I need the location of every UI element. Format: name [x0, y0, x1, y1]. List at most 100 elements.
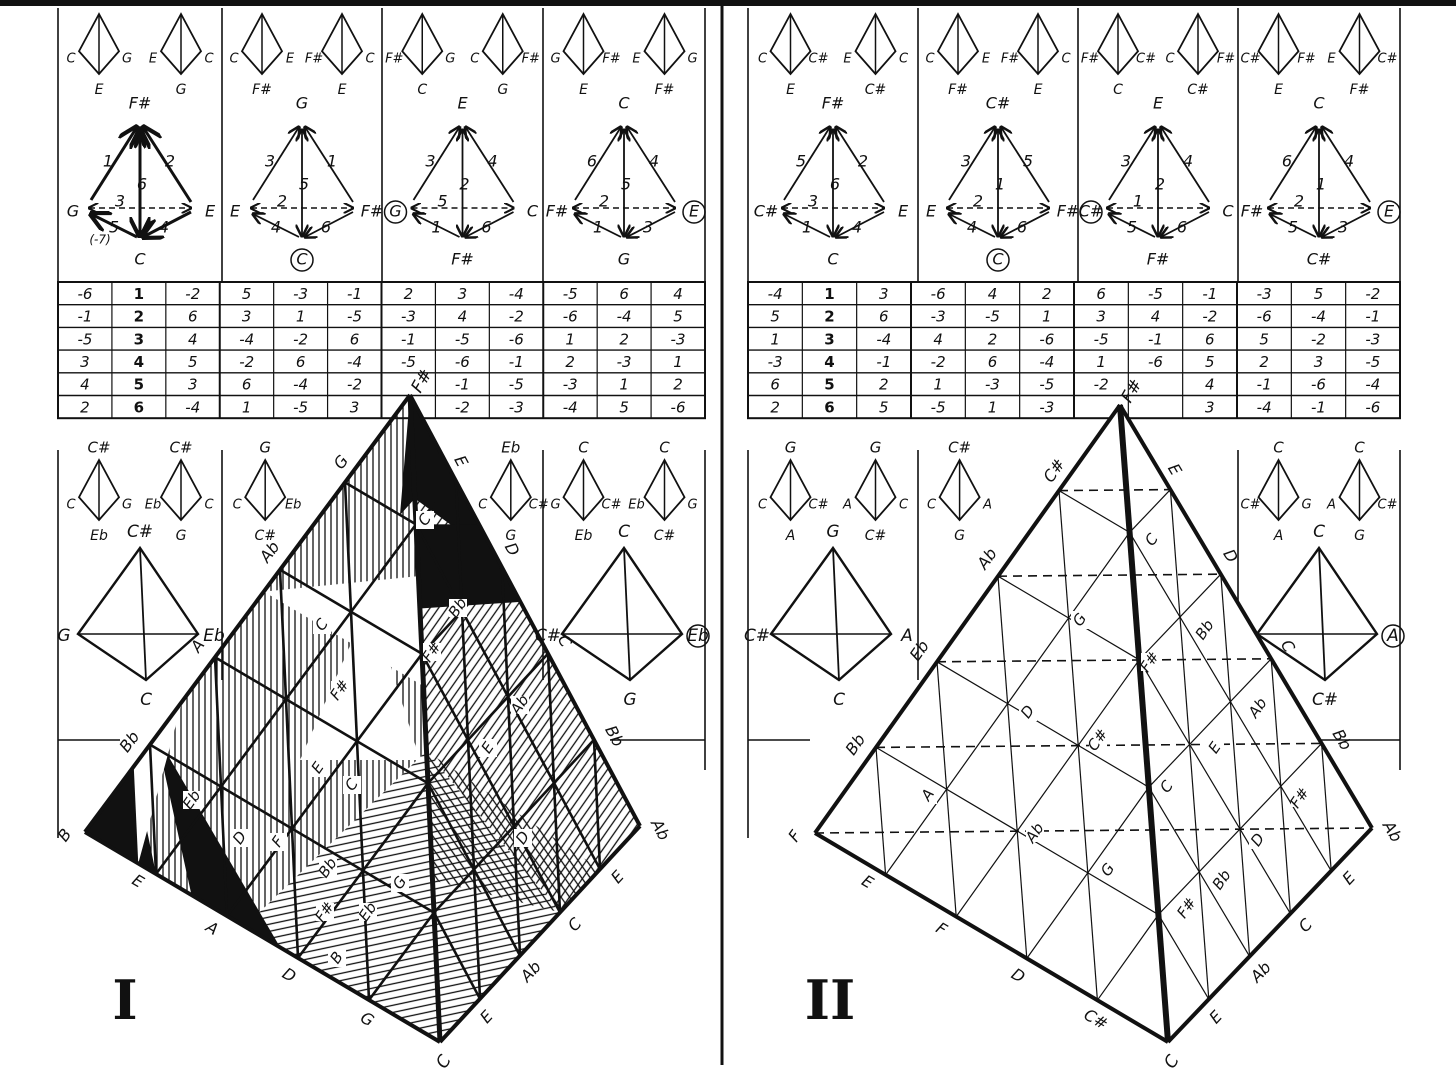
tetra-vertex-label-left: C: [927, 498, 937, 513]
table-cell: 6: [824, 398, 834, 416]
table-cell: 4: [80, 376, 90, 394]
interval-number-horizontal: 3: [115, 192, 125, 211]
large-tetrahedron-front-edge: [1318, 547, 1326, 681]
pyramid-edge-note-label: F: [933, 918, 951, 939]
table-cell: -2: [455, 398, 470, 416]
table-cell: -4: [563, 398, 578, 416]
table-cell: -6: [1311, 376, 1326, 394]
tetra-vertex-label-top: C#: [87, 439, 110, 457]
pyramid-apex-label: F#: [1117, 376, 1146, 407]
large-tetrahedron-front-edge: [139, 547, 147, 681]
tetra-vertex-label-top: C#: [948, 439, 971, 457]
interval-number-center: 1: [1316, 175, 1326, 194]
interval-number-horizontal: 2: [599, 192, 609, 211]
interval-number-bottom-right: 6: [321, 218, 331, 237]
table-cell: -2: [931, 353, 946, 371]
pyramid-edge-note-label: Bb: [601, 722, 628, 750]
interval-number-top-right: 4: [1344, 152, 1354, 171]
pyramid-grid-line: [1129, 489, 1171, 533]
arrow-edge-bottom-right: [1001, 211, 1050, 237]
table-cell: -3: [1257, 285, 1272, 303]
tetra-vertex-label-bottom: E: [579, 82, 588, 98]
arrow-edge-top-right: [836, 127, 885, 203]
tetra-vertex-label-bottom: E: [786, 82, 795, 98]
pyramid-edge-note-label: E: [1205, 1006, 1226, 1027]
arrow-edge-top-right: [1161, 127, 1210, 203]
large-tetra-vertex-label-right: Eb: [203, 626, 225, 646]
large-tetra-vertex-label-right: A: [900, 626, 913, 646]
table-cell: 2: [1259, 353, 1269, 371]
pyramid-grid-line: [1220, 574, 1251, 957]
table-cell: -3: [1039, 398, 1054, 416]
interval-number-bottom-right: 4: [159, 218, 169, 237]
large-tetrahedron-front-edge: [623, 547, 631, 681]
tetra-vertex-label-bottom: F#: [948, 82, 968, 98]
interval-number-top-left: 6: [1282, 152, 1292, 171]
tetra-vertex-label-bottom: F#: [655, 82, 675, 98]
table-cell: -2: [293, 330, 308, 348]
label-backing: [1141, 653, 1159, 671]
label-backing: [1071, 611, 1089, 629]
arrow-edge-bottom-left: [784, 214, 831, 238]
table-cell: 2: [879, 376, 889, 394]
diagram-vertex-label-right: F#: [1057, 202, 1080, 221]
pyramid-edge-note-label: C#: [1081, 1005, 1112, 1034]
tetra-vertex-label-right: G: [122, 52, 132, 67]
interval-number-top-right: 5: [1023, 152, 1033, 171]
pyramid-outer-edge: [813, 403, 1122, 835]
circled-note-marker: [1079, 200, 1103, 224]
pyramid-edge-note-label: E: [1164, 460, 1186, 479]
pyramid-grid-line: [955, 659, 1140, 917]
table-cell: -5: [293, 398, 308, 416]
table-cell: 2: [565, 353, 575, 371]
tetra-vertex-label-left: C: [233, 498, 243, 513]
table-cell: -3: [985, 376, 1000, 394]
table-cell: 3: [134, 330, 144, 348]
pyramid-grid-line: [997, 575, 1140, 661]
label-backing: [511, 696, 529, 714]
tetra-vertex-label-top: G: [870, 439, 882, 457]
arrow-edge-bottom-left: [1109, 214, 1156, 238]
diagram-vertex-label-right: E: [1384, 202, 1395, 221]
circled-note-marker: [383, 200, 408, 224]
table-cell: -6: [1257, 308, 1272, 326]
table-cell: -2: [1365, 285, 1380, 303]
table-cell: -1: [455, 376, 470, 394]
pyramid-bottom-vertex-label: C: [432, 1052, 455, 1072]
table-cell: -5: [347, 308, 362, 326]
table-cell: -2: [239, 353, 254, 371]
tetra-vertex-label-bottom: Eb: [90, 528, 108, 544]
tetra-vertex-label-left: Eb: [145, 498, 161, 513]
interval-number-horizontal: 5: [437, 192, 447, 211]
table-cell: -1: [1202, 285, 1217, 303]
tetra-vertex-label-right: C#: [1378, 52, 1398, 67]
tetra-vertex-label-right: C: [204, 498, 214, 513]
pyramid-edge-note-label: C: [1277, 636, 1299, 656]
shaded-black-region: [156, 735, 281, 948]
table-cell: 5: [619, 398, 629, 416]
table-cell: -1: [77, 308, 92, 326]
table-cell: -5: [455, 330, 470, 348]
interval-number-top-left: 5: [796, 152, 806, 171]
tetra-vertex-label-right: C: [899, 52, 909, 67]
table-cell: 5: [1259, 330, 1269, 348]
large-tetra-vertex-label-top: G: [826, 522, 839, 542]
diagram-vertex-label-bottom: C: [296, 250, 308, 269]
tetra-vertex-label-right: Eb: [285, 498, 301, 513]
table-cell: 1: [1042, 308, 1052, 326]
table-cell: -6: [931, 285, 946, 303]
table-cell: 2: [1042, 285, 1052, 303]
interval-number-bottom-left: 5: [1127, 218, 1137, 237]
tetra-vertex-label-right: F#: [1217, 52, 1235, 67]
interval-number-bottom-left: 1: [802, 218, 812, 237]
label-backing: [416, 511, 434, 529]
table-cell: -6: [563, 308, 578, 326]
table-cell: -6: [671, 398, 686, 416]
table-cell: 1: [619, 376, 629, 394]
pyramid-outer-edge: [1118, 403, 1374, 830]
